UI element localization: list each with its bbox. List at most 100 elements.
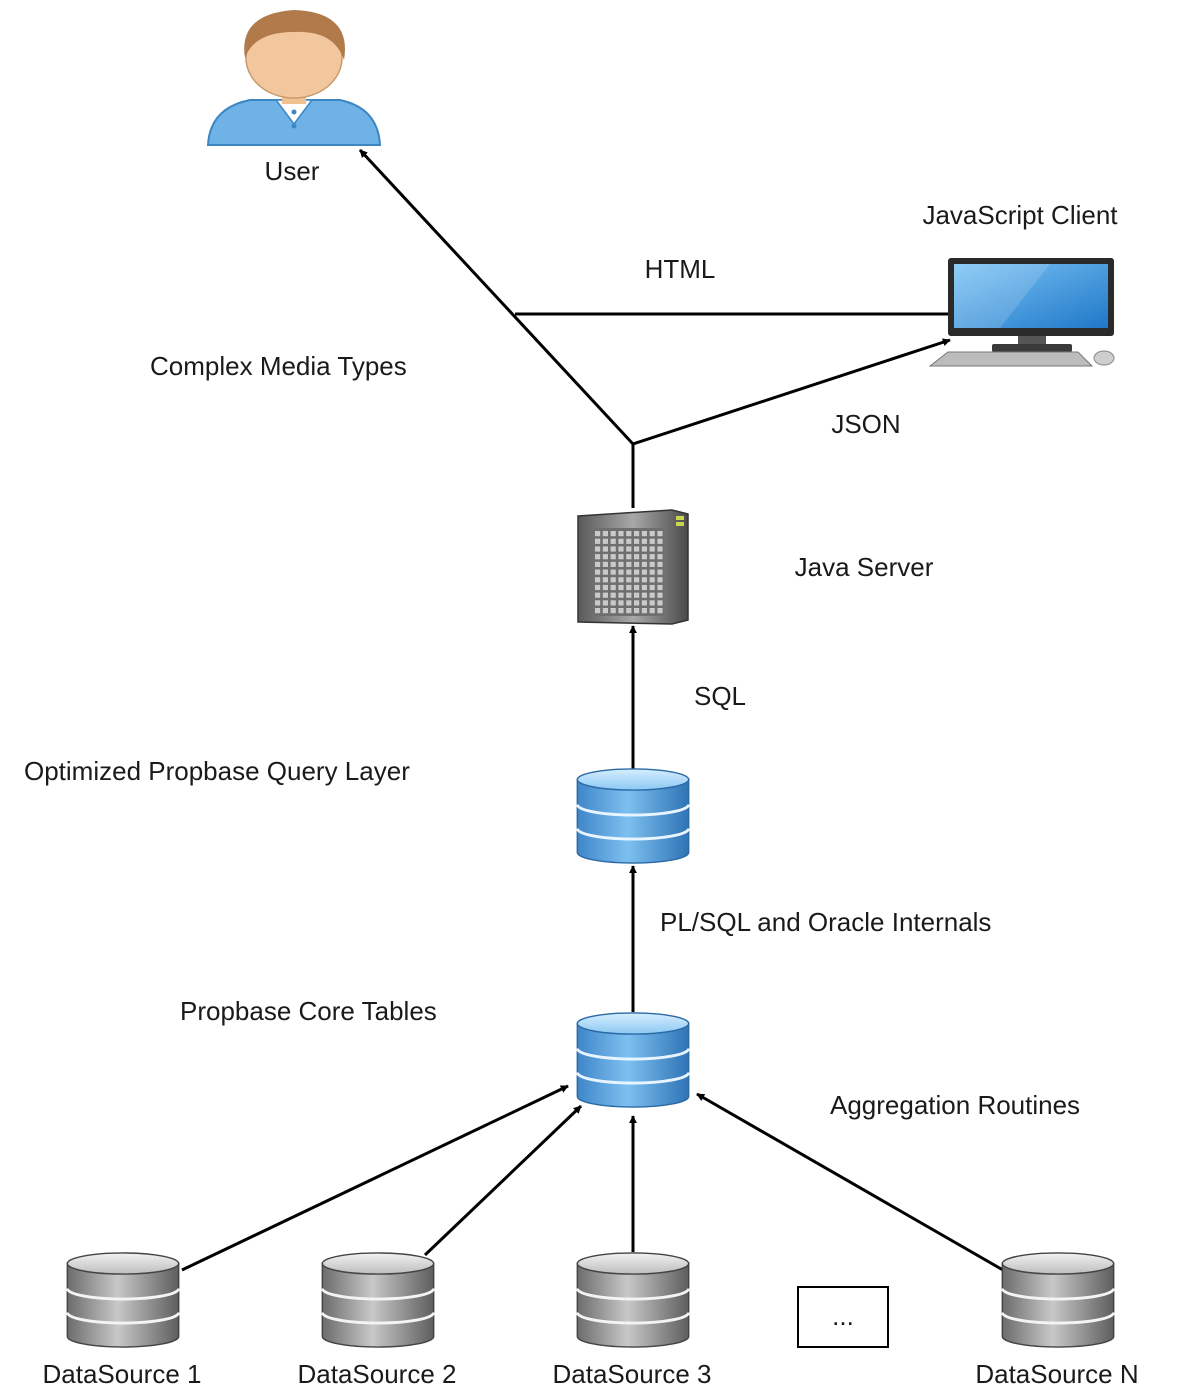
server-grille-cell bbox=[657, 531, 663, 537]
server-grille-cell bbox=[626, 577, 632, 583]
server-grille-cell bbox=[634, 554, 640, 560]
server-grille-cell bbox=[610, 538, 616, 544]
server-grille bbox=[595, 531, 663, 614]
server-grille-cell bbox=[657, 608, 663, 614]
server-grille-cell bbox=[657, 569, 663, 575]
server-grille-cell bbox=[626, 531, 632, 537]
server-grille-cell bbox=[602, 577, 608, 583]
server-grille-cell bbox=[657, 592, 663, 598]
server-grille-cell bbox=[602, 569, 608, 575]
server-grille-cell bbox=[602, 554, 608, 560]
server-grille-cell bbox=[626, 584, 632, 591]
server-grille-cell bbox=[626, 538, 632, 544]
server-grille-cell bbox=[618, 569, 624, 575]
server-grille-cell bbox=[595, 538, 601, 544]
edge-junction-to-user bbox=[358, 148, 635, 446]
server-grille-cell bbox=[641, 608, 647, 614]
server-grille-cell bbox=[626, 554, 632, 560]
server-grille-cell bbox=[610, 608, 616, 614]
label-javascript-client: JavaScript Client bbox=[922, 200, 1118, 230]
server-grille-cell bbox=[618, 584, 624, 591]
label-dsn: DataSource N bbox=[975, 1359, 1138, 1389]
server-grille-cell bbox=[610, 561, 616, 567]
database-icon-query-layer bbox=[575, 768, 691, 864]
edge-dsn-to-coretables bbox=[696, 1092, 1004, 1272]
server-grille-cell bbox=[641, 546, 647, 552]
server-grille-cell bbox=[595, 584, 601, 591]
server-grille-cell bbox=[602, 531, 608, 537]
server-grille-cell bbox=[649, 531, 655, 537]
server-grille-cell bbox=[641, 561, 647, 567]
server-grille-cell bbox=[649, 600, 655, 606]
server-grille-cell bbox=[657, 554, 663, 560]
server-grille-cell bbox=[634, 569, 640, 575]
server-grille-cell bbox=[602, 608, 608, 614]
server-grille-cell bbox=[618, 531, 624, 537]
database-icon-ds3 bbox=[575, 1252, 691, 1348]
server-grille-cell bbox=[602, 600, 608, 606]
server-grille-cell bbox=[634, 531, 640, 537]
server-grille-cell bbox=[602, 546, 608, 552]
ellipsis-box bbox=[797, 1286, 889, 1348]
server-grille-cell bbox=[657, 584, 663, 591]
server-grille-cell bbox=[618, 561, 624, 567]
server-grille-cell bbox=[595, 546, 601, 552]
server-grille-cell bbox=[602, 538, 608, 544]
label-user: User bbox=[265, 156, 320, 186]
server-grille-cell bbox=[610, 577, 616, 583]
server-grille-cell bbox=[641, 584, 647, 591]
server-grille-cell bbox=[641, 600, 647, 606]
label-optimized-query-layer: Optimized Propbase Query Layer bbox=[24, 756, 410, 786]
server-grille-cell bbox=[634, 600, 640, 606]
server-grille-cell bbox=[595, 531, 601, 537]
server-grille-cell bbox=[649, 577, 655, 583]
server-grille-cell bbox=[634, 592, 640, 598]
label-ds3: DataSource 3 bbox=[553, 1359, 712, 1389]
server-grille-cell bbox=[618, 600, 624, 606]
server-grille-cell bbox=[626, 569, 632, 575]
label-aggregation-routines: Aggregation Routines bbox=[830, 1090, 1080, 1120]
server-grille-cell bbox=[634, 546, 640, 552]
server-grille-cell bbox=[634, 608, 640, 614]
label-ds1: DataSource 1 bbox=[43, 1359, 202, 1389]
server-grille-cell bbox=[641, 569, 647, 575]
label-json: JSON bbox=[831, 409, 900, 439]
server-grille-cell bbox=[649, 538, 655, 544]
server-grille-cell bbox=[634, 561, 640, 567]
server-grille-cell bbox=[626, 546, 632, 552]
server-grille-cell bbox=[618, 546, 624, 552]
server-grille-cell bbox=[602, 561, 608, 567]
label-core-tables: Propbase Core Tables bbox=[180, 996, 437, 1026]
server-grille-cell bbox=[657, 561, 663, 567]
server-grille-cell bbox=[610, 600, 616, 606]
user-icon bbox=[206, 10, 382, 146]
edge-ds2-to-coretables bbox=[423, 1104, 583, 1257]
server-grille-cell bbox=[626, 608, 632, 614]
label-sql: SQL bbox=[694, 681, 746, 711]
server-grille-cell bbox=[595, 608, 601, 614]
server-grille-cell bbox=[626, 561, 632, 567]
server-grille-cell bbox=[626, 600, 632, 606]
server-grille-cell bbox=[649, 592, 655, 598]
label-plsql: PL/SQL and Oracle Internals bbox=[660, 907, 991, 937]
server-grille-cell bbox=[595, 577, 601, 583]
server-grille-cell bbox=[649, 561, 655, 567]
server-grille-cell bbox=[610, 584, 616, 591]
server-grille-cell bbox=[641, 554, 647, 560]
server-grille-cell bbox=[610, 531, 616, 537]
server-grille-cell bbox=[618, 577, 624, 583]
server-grille-cell bbox=[595, 600, 601, 606]
server-grille-cell bbox=[626, 592, 632, 598]
server-grille-cell bbox=[634, 577, 640, 583]
label-java-server: Java Server bbox=[795, 552, 934, 582]
server-grille-cell bbox=[641, 531, 647, 537]
server-grille-cell bbox=[657, 546, 663, 552]
server-grille-cell bbox=[610, 554, 616, 560]
label-complex-media-types: Complex Media Types bbox=[150, 351, 407, 381]
server-grille-cell bbox=[657, 600, 663, 606]
desktop-computer-icon bbox=[928, 258, 1115, 367]
server-grille-cell bbox=[649, 546, 655, 552]
edge-junction-to-client bbox=[632, 338, 951, 446]
server-grille-cell bbox=[595, 561, 601, 567]
